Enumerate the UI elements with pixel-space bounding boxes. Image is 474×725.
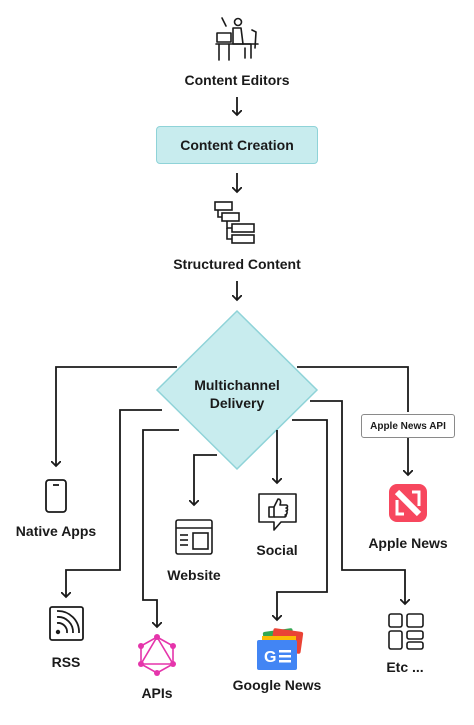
webpage-icon — [175, 519, 213, 555]
content-creation-box: Content Creation — [156, 126, 318, 164]
grid-icon — [388, 613, 424, 650]
connector-apis — [142, 429, 179, 627]
graphql-icon — [138, 634, 176, 676]
google-news-label: Google News — [232, 677, 322, 693]
person-at-desk-icon — [215, 17, 259, 61]
connector-lines — [56, 366, 409, 627]
connector-google-news — [277, 419, 328, 620]
connector-website — [194, 454, 217, 505]
thumbs-up-speech-bubble-icon — [258, 493, 297, 531]
multichannel-line1: Multichannel — [194, 377, 280, 393]
multichannel-line2: Delivery — [209, 395, 265, 411]
connector-native-apps — [56, 366, 177, 466]
svg-text:G: G — [264, 649, 276, 666]
connector-rss — [66, 409, 162, 597]
apple-news-logo — [389, 484, 427, 522]
etc-label: Etc ... — [386, 659, 424, 675]
connector-etc — [310, 400, 405, 604]
connector-apple-news-api — [297, 366, 409, 412]
rss-label: RSS — [51, 654, 81, 670]
google-news-logo: G — [257, 628, 304, 670]
multichannel-diamond — [155, 309, 319, 471]
social-label: Social — [256, 542, 298, 558]
structure-blocks-icon — [214, 201, 255, 244]
structured-content-label: Structured Content — [173, 256, 301, 272]
apple-news-api-label: Apple News API — [370, 420, 446, 432]
multichannel-delivery-label: Multichannel Delivery — [177, 376, 297, 412]
apis-label: APIs — [141, 685, 173, 701]
content-creation-label: Content Creation — [180, 137, 294, 153]
apple-news-label: Apple News — [368, 535, 448, 551]
website-label: Website — [167, 567, 221, 583]
rss-icon — [49, 606, 84, 641]
native-apps-label: Native Apps — [15, 523, 97, 539]
smartphone-icon — [45, 479, 67, 513]
apple-news-api-tag: Apple News API — [361, 414, 455, 438]
content-editors-label: Content Editors — [184, 72, 290, 88]
